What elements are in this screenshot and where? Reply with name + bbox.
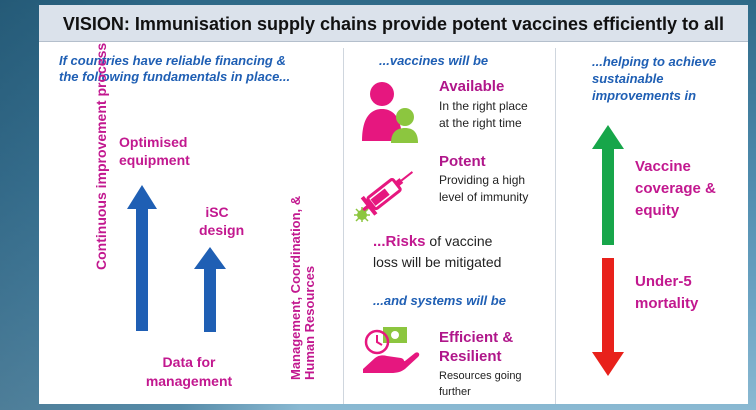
efficient-desc-line2: further xyxy=(439,386,471,398)
left-heading-line1: If countries have reliable financing & xyxy=(59,53,286,68)
column-divider xyxy=(555,48,556,404)
tall-up-arrow xyxy=(127,185,157,331)
isc-line1: iSC xyxy=(205,204,229,220)
short-up-arrow xyxy=(194,247,226,332)
potent-desc: Providing a high level of immunity xyxy=(439,172,528,206)
title-bar: VISION: Immunisation supply chains provi… xyxy=(39,5,748,42)
syringe-icon xyxy=(354,171,414,222)
risks-rest: of vaccine xyxy=(425,233,493,249)
available-line2: at the right time xyxy=(439,116,522,130)
middle-heading: ...vaccines will be xyxy=(379,53,489,68)
isc-line2: design xyxy=(199,222,245,238)
potent-line1: Providing a high xyxy=(439,173,526,187)
management-coordination-label: Management, Coordination, & Human Resour… xyxy=(288,120,317,380)
data-for-management-label: Data for management xyxy=(134,353,244,391)
risks-line2: loss will be mitigated xyxy=(373,254,502,270)
right-heading-line2: sustainable xyxy=(592,71,664,86)
management-line2: Human Resources xyxy=(302,265,317,380)
hand-money-icon xyxy=(363,327,420,373)
mortality-line2: mortality xyxy=(635,295,699,312)
efficient-resilient-title: Efficient & Resilient xyxy=(439,328,513,366)
optimised-equipment-label: Optimised equipment xyxy=(119,133,190,169)
isc-design-label: iSC design xyxy=(199,203,245,239)
available-title: Available xyxy=(439,78,505,95)
efficient-line2: Resilient xyxy=(439,348,502,365)
optimised-equipment-line2: equipment xyxy=(119,152,190,168)
optimised-equipment-line1: Optimised xyxy=(119,134,188,150)
coverage-equity-label: Vaccine coverage & equity xyxy=(635,156,716,222)
under5-mortality-label: Under-5 mortality xyxy=(635,271,698,315)
efficient-desc: Resources going further xyxy=(439,368,522,400)
risks-line1: ...Risks of vaccine xyxy=(373,231,501,252)
right-heading-line3: improvements in xyxy=(592,88,697,103)
column-divider xyxy=(343,48,344,404)
risks-text: ...Risks of vaccine loss will be mitigat… xyxy=(373,231,501,272)
data-line1: Data for xyxy=(162,354,216,370)
efficient-desc-line1: Resources going xyxy=(439,370,522,382)
data-line2: management xyxy=(145,373,233,389)
efficient-line1: Efficient & xyxy=(439,329,514,346)
available-line1: In the right place xyxy=(439,99,528,113)
coverage-line1: Vaccine xyxy=(635,158,691,175)
right-heading-line1: ...helping to achieve xyxy=(592,54,717,69)
left-heading-line2: the following fundamentals in place... xyxy=(59,69,291,84)
coverage-line3: equity xyxy=(635,202,680,219)
mortality-line1: Under-5 xyxy=(635,273,692,290)
potent-title: Potent xyxy=(439,153,486,170)
people-icon xyxy=(362,82,418,143)
continuous-improvement-label: Continuous improvement process xyxy=(93,42,109,270)
available-desc: In the right place at the right time xyxy=(439,98,528,132)
coverage-line2: coverage & xyxy=(635,180,716,197)
page-title: VISION: Immunisation supply chains provi… xyxy=(62,14,725,34)
risks-bold: ...Risks xyxy=(373,233,426,250)
potent-line2: level of immunity xyxy=(439,190,529,204)
management-line1: Management, Coordination, & xyxy=(288,195,303,380)
red-down-arrow xyxy=(592,258,624,376)
diagram-canvas: If countries have reliable financing & t… xyxy=(39,42,748,404)
green-up-arrow xyxy=(592,125,624,245)
systems-heading: ...and systems will be xyxy=(373,293,506,308)
right-heading: ...helping to achieve sustainable improv… xyxy=(592,53,716,104)
